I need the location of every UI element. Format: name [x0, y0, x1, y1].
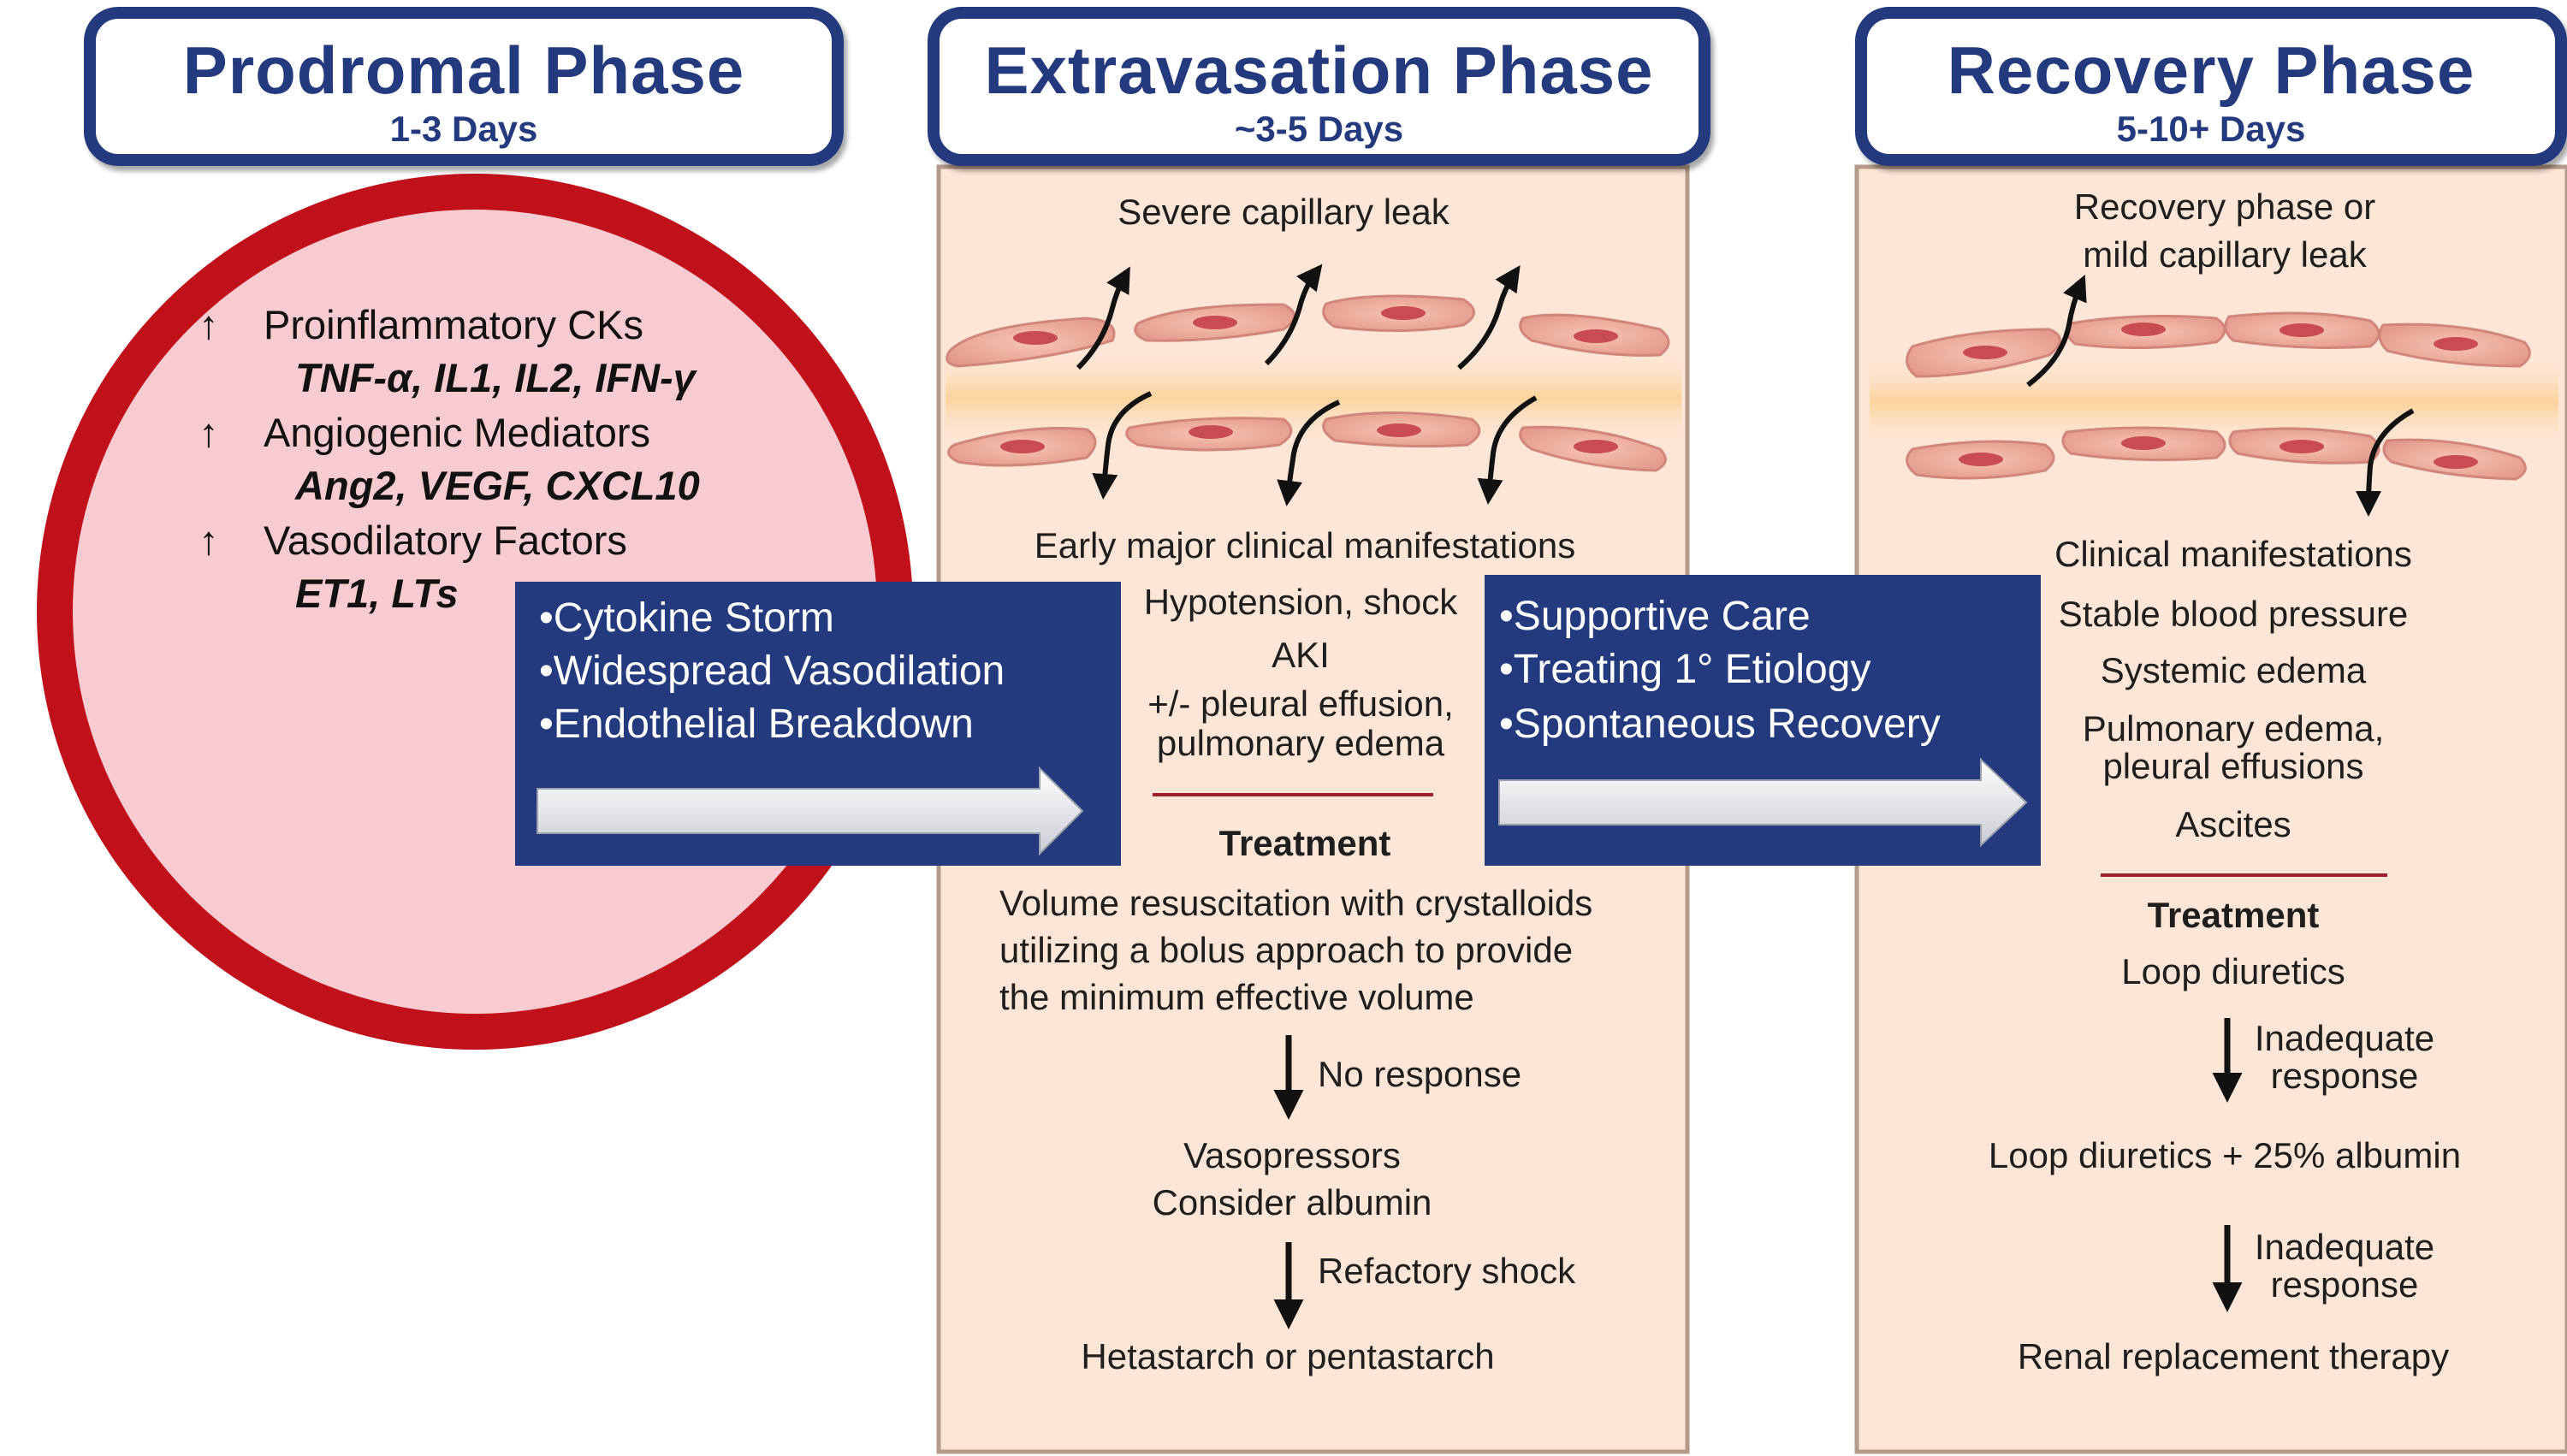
phase-duration: 5-10+ Days	[2116, 109, 2306, 149]
manifest-ascites: Ascites	[2175, 804, 2291, 844]
manifest-stable-bp: Stable blood pressure	[2058, 594, 2409, 634]
header-recovery: Recovery Phase 5-10+ Days	[1855, 7, 2567, 166]
inadequate-response-1b: response	[2270, 1056, 2419, 1096]
inadequate-response-1a: Inadequate	[2254, 1018, 2435, 1058]
clinical-manifestations-title: Clinical manifestations	[2054, 534, 2412, 574]
severe-leak-label: Severe capillary leak	[1118, 192, 1449, 232]
phase-duration: 1-3 Days	[389, 109, 538, 149]
up-arrow-icon: ↑	[199, 302, 219, 347]
manifest-systemic-edema: Systemic edema	[2100, 650, 2367, 690]
manifest-pulmonary: pulmonary edema	[1156, 723, 1445, 763]
phase-title: Extravasation Phase	[984, 33, 1654, 108]
transition-arrow-1	[537, 766, 1084, 856]
up-arrow-icon: ↑	[199, 410, 219, 455]
treatment-line-3: the minimum effective volume	[999, 977, 1474, 1017]
recovery-treatment-title: Treatment	[2147, 895, 2320, 935]
inadequate-response-2b: response	[2270, 1264, 2419, 1305]
bullet-vasodilation: •Widespread Vasodilation	[539, 648, 1005, 694]
vasodilatory-label: Vasodilatory Factors	[264, 518, 627, 563]
manifest-hypotension: Hypotension, shock	[1143, 582, 1458, 622]
treatment-line-2: utilizing a bolus approach to provide	[999, 930, 1574, 970]
header-prodromal: Prodromal Phase 1-3 Days	[84, 7, 844, 166]
bullet-endothelial-breakdown: •Endothelial Breakdown	[539, 701, 974, 747]
proinflammatory-label: Proinflammatory CKs	[264, 302, 643, 347]
vasodilatory-examples: ET1, LTs	[295, 571, 459, 616]
manifest-pleural-effusions: pleural effusions	[2102, 746, 2364, 786]
proinflammatory-examples: TNF-α, IL1, IL2, IFN-γ	[295, 355, 696, 400]
recovery-leak-label-2: mild capillary leak	[2083, 234, 2367, 275]
vasopressors-label: Vasopressors	[1183, 1135, 1401, 1175]
phase-title: Recovery Phase	[1947, 33, 2475, 108]
hetastarch-label: Hetastarch or pentastarch	[1081, 1336, 1495, 1376]
recovery-leak-label-1: Recovery phase or	[2073, 186, 2376, 227]
phase-title: Prodromal Phase	[182, 33, 745, 108]
mild-leak-illustration	[1870, 274, 2558, 517]
severe-leak-illustration	[946, 263, 1681, 506]
phase-duration: ~3-5 Days	[1234, 109, 1404, 149]
bullet-supportive-care: •Supportive Care	[1499, 594, 1811, 639]
refractory-shock-label: Refactory shock	[1318, 1251, 1576, 1291]
loop-diuretics-label: Loop diuretics	[2121, 951, 2345, 991]
angiogenic-examples: Ang2, VEGF, CXCL10	[295, 463, 700, 508]
bullet-cytokine-storm: •Cytokine Storm	[539, 595, 834, 641]
bullet-spontaneous-recovery: •Spontaneous Recovery	[1499, 701, 1941, 747]
consider-albumin-label: Consider albumin	[1152, 1182, 1432, 1222]
treatment-title: Treatment	[1218, 823, 1391, 863]
manifest-pulmonary-edema: Pulmonary edema,	[2082, 708, 2385, 749]
inadequate-response-2a: Inadequate	[2254, 1227, 2435, 1267]
treatment-line-1: Volume resuscitation with crystalloids	[999, 883, 1593, 923]
manifest-pleural: +/- pleural effusion,	[1147, 684, 1454, 724]
angiogenic-label: Angiogenic Mediators	[264, 410, 650, 455]
loop-albumin-label: Loop diuretics + 25% albumin	[1988, 1135, 2462, 1175]
renal-replacement-label: Renal replacement therapy	[2017, 1336, 2450, 1376]
transition-arrow-2	[1498, 757, 2028, 848]
no-response-label: No response	[1318, 1054, 1522, 1094]
header-extravasation: Extravasation Phase ~3-5 Days	[928, 7, 1710, 166]
manifest-aki: AKI	[1272, 635, 1330, 675]
up-arrow-icon: ↑	[199, 518, 219, 563]
early-manifestations-title: Early major clinical manifestations	[1034, 525, 1576, 565]
bullet-treating-etiology: •Treating 1° Etiology	[1499, 647, 1871, 692]
